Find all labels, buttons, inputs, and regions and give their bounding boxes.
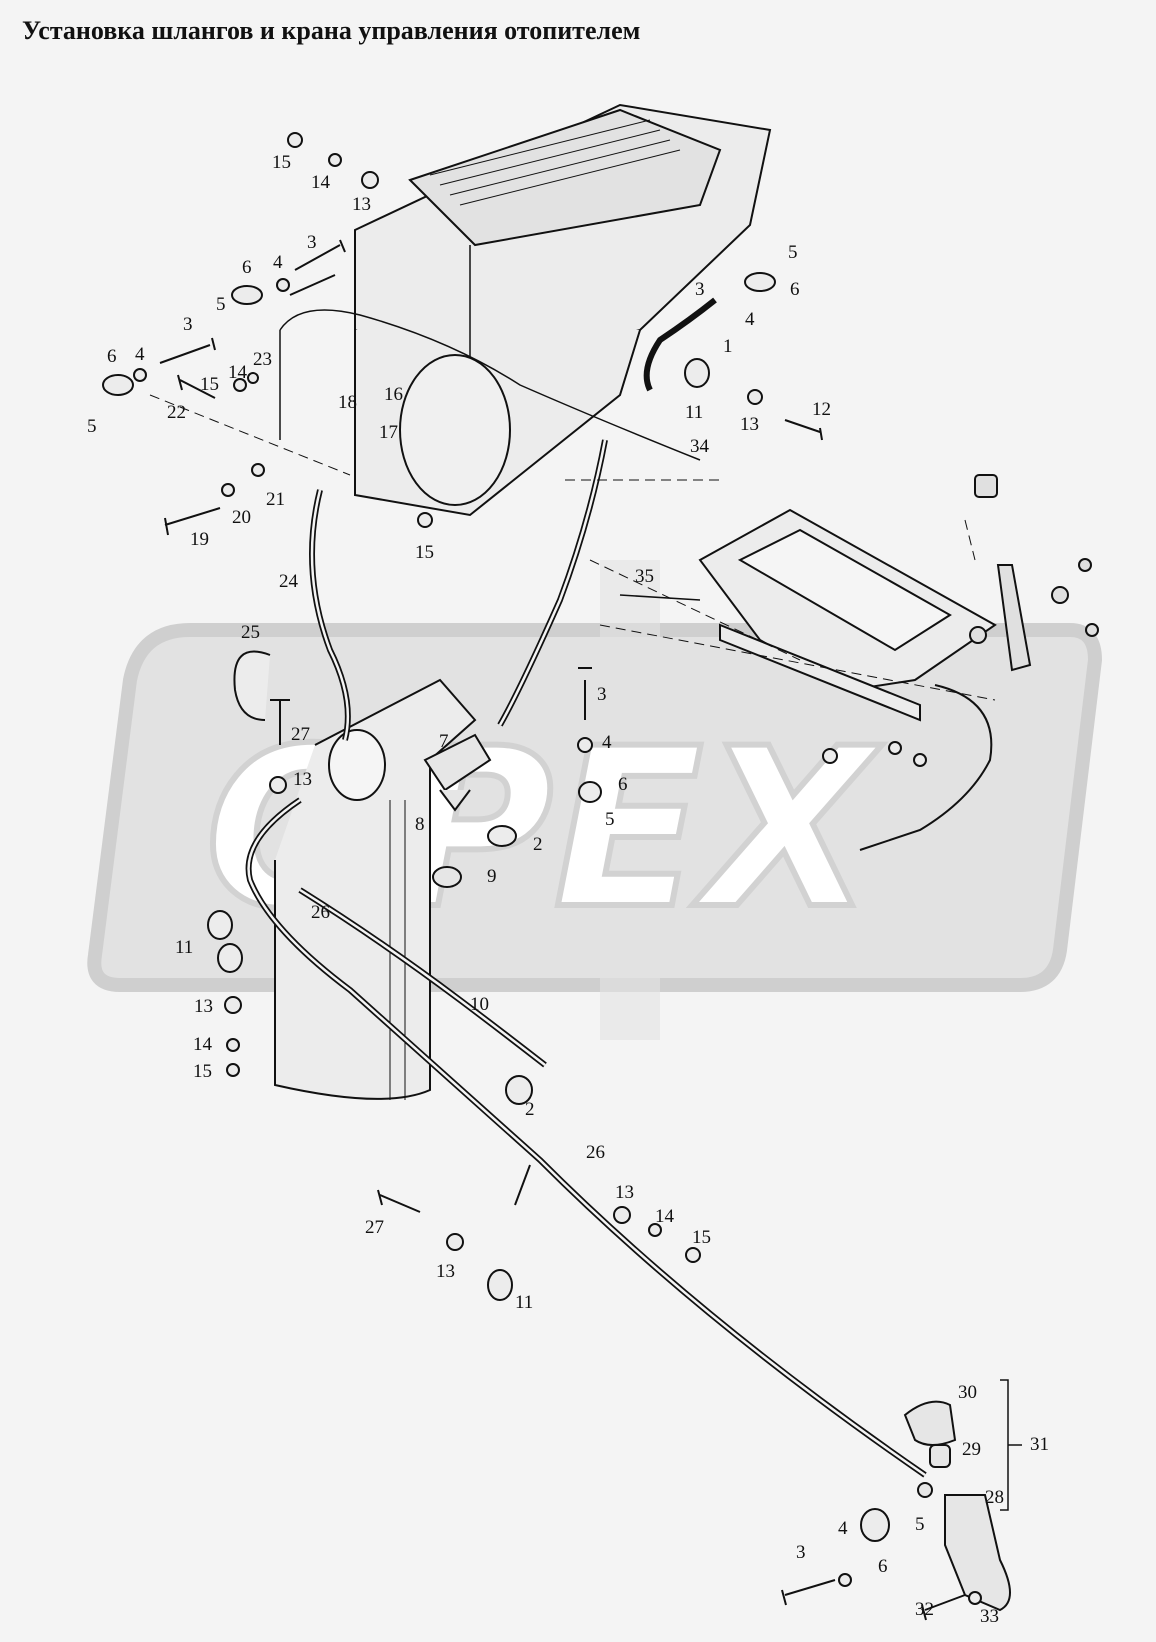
callout-21: 21 (266, 489, 285, 510)
control-panel-bracket (698, 508, 997, 851)
callout-4e: 4 (838, 1518, 848, 1539)
callout-3d: 3 (597, 684, 607, 705)
callout-14: 14 (311, 172, 331, 193)
callout-14b: 14 (228, 362, 248, 383)
control-cable-34 (279, 309, 701, 461)
callout-13b: 13 (740, 414, 759, 435)
callout-8: 8 (415, 814, 425, 835)
callout-5b: 5 (87, 416, 97, 437)
callout-27b: 27 (365, 1217, 384, 1238)
callout-10: 10 (470, 994, 489, 1015)
callout-20: 20 (232, 507, 251, 528)
callout-24: 24 (279, 571, 299, 592)
callout-5c: 5 (788, 242, 798, 263)
callout-4d: 4 (602, 732, 612, 753)
callout-4b: 4 (135, 344, 145, 365)
heater-valve (423, 733, 492, 888)
callout-13f: 13 (436, 1261, 455, 1282)
callout-5e: 5 (915, 1514, 925, 1535)
callout-14d: 14 (655, 1206, 675, 1227)
callout-35: 35 (635, 566, 654, 587)
callout-2b: 2 (525, 1099, 535, 1120)
callout-11: 11 (685, 402, 703, 423)
callout-28: 28 (985, 1487, 1004, 1508)
callout-13e: 13 (615, 1182, 634, 1203)
heater-control-lever (969, 474, 1099, 672)
callout-15: 15 (272, 152, 291, 173)
callout-22: 22 (167, 402, 186, 423)
callout-26b: 26 (586, 1142, 605, 1163)
callout-34: 34 (690, 436, 710, 457)
callout-4c: 4 (745, 309, 755, 330)
callout-31: 31 (1030, 1434, 1049, 1455)
callout-6e: 6 (878, 1556, 888, 1577)
callout-3e: 3 (796, 1542, 806, 1563)
radiator (274, 678, 477, 1100)
group-bracket-31 (1000, 1379, 1022, 1511)
callout-16: 16 (384, 384, 403, 405)
callout-13d: 13 (194, 996, 213, 1017)
bolts (159, 239, 966, 1621)
callout-1: 1 (723, 336, 733, 357)
callout-15b: 15 (200, 374, 219, 395)
callout-27: 27 (291, 724, 310, 745)
callout-13c: 13 (293, 769, 312, 790)
callout-11b: 11 (175, 937, 193, 958)
callout-4: 4 (273, 252, 283, 273)
control-cable-35 (619, 594, 701, 601)
callout-32: 32 (915, 1599, 934, 1620)
callout-7: 7 (439, 731, 449, 752)
callout-33: 33 (980, 1606, 999, 1627)
callout-13: 13 (352, 194, 371, 215)
callout-6d: 6 (618, 774, 628, 795)
callout-25: 25 (241, 622, 260, 643)
washers-nuts (133, 132, 982, 1605)
assembly-guides (149, 394, 996, 701)
callout-18: 18 (338, 392, 357, 413)
hose-fitting-assembly (903, 1400, 1011, 1612)
callout-6: 6 (242, 257, 252, 278)
callout-19: 19 (190, 529, 209, 550)
callout-3: 3 (307, 232, 317, 253)
callout-5: 5 (216, 294, 226, 315)
callout-15c: 15 (415, 542, 434, 563)
callout-9: 9 (487, 866, 497, 887)
callout-6c: 6 (790, 279, 800, 300)
callout-29: 29 (962, 1439, 981, 1460)
heater-housing (354, 103, 772, 517)
callout-3b: 3 (183, 314, 193, 335)
callout-6b: 6 (107, 346, 117, 367)
diagram-title: Установка шлангов и крана управления ото… (22, 16, 641, 45)
callout-30: 30 (958, 1382, 977, 1403)
callout-15e: 15 (692, 1227, 711, 1248)
callout-2: 2 (533, 834, 543, 855)
callout-26: 26 (311, 902, 330, 923)
parts (102, 103, 1099, 1621)
callout-14c: 14 (193, 1034, 213, 1055)
callout-5d: 5 (605, 809, 615, 830)
callout-12: 12 (812, 399, 831, 420)
callout-23: 23 (253, 349, 272, 370)
callout-3c: 3 (695, 279, 705, 300)
callout-11c: 11 (515, 1292, 533, 1313)
callout-15d: 15 (193, 1061, 212, 1082)
callout-17: 17 (379, 422, 398, 443)
callout-labels: 1 2 2 3 3 3 3 3 4 4 4 4 4 5 5 5 5 5 6 6 … (87, 152, 1049, 1627)
hose-clamps (102, 272, 890, 1542)
